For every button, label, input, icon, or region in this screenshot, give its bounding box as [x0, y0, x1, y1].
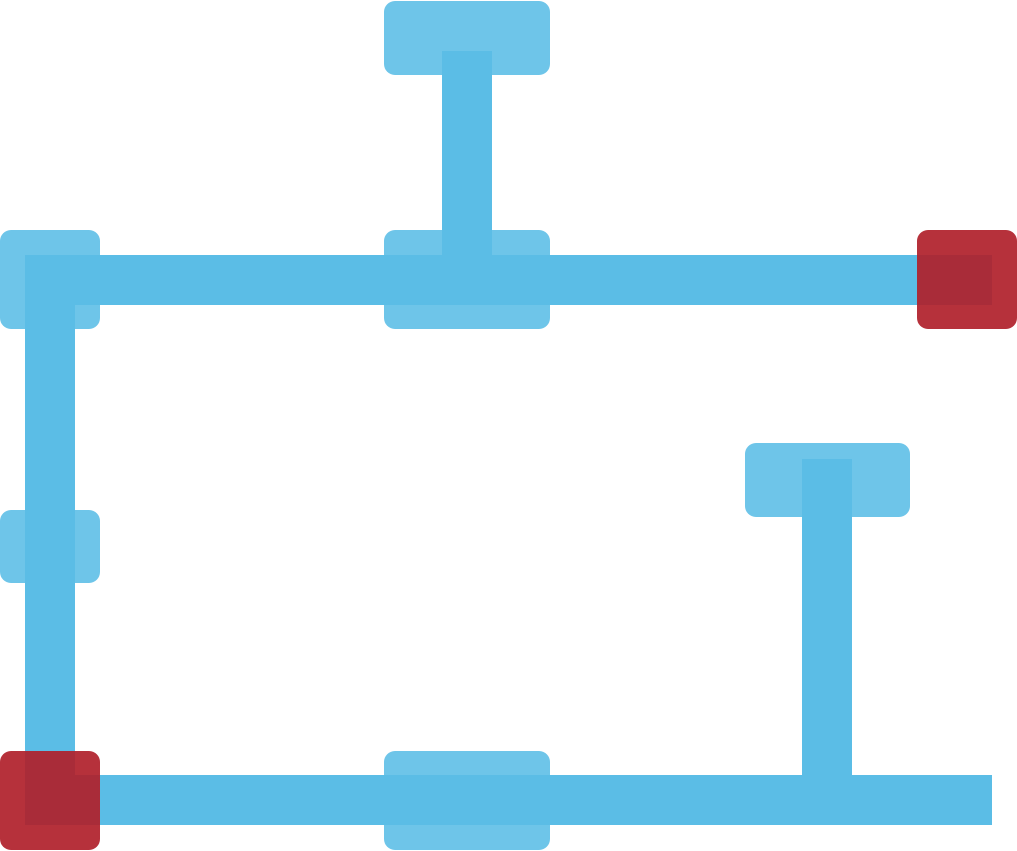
terminal-right-top — [917, 230, 1017, 329]
wire-upper-horizontal — [25, 255, 992, 305]
wire-right-branch — [802, 459, 852, 800]
wire-left-vertical — [25, 255, 75, 825]
terminal-bottom-left — [0, 751, 100, 850]
wire-top-branch — [442, 51, 492, 281]
node-top — [384, 1, 550, 75]
